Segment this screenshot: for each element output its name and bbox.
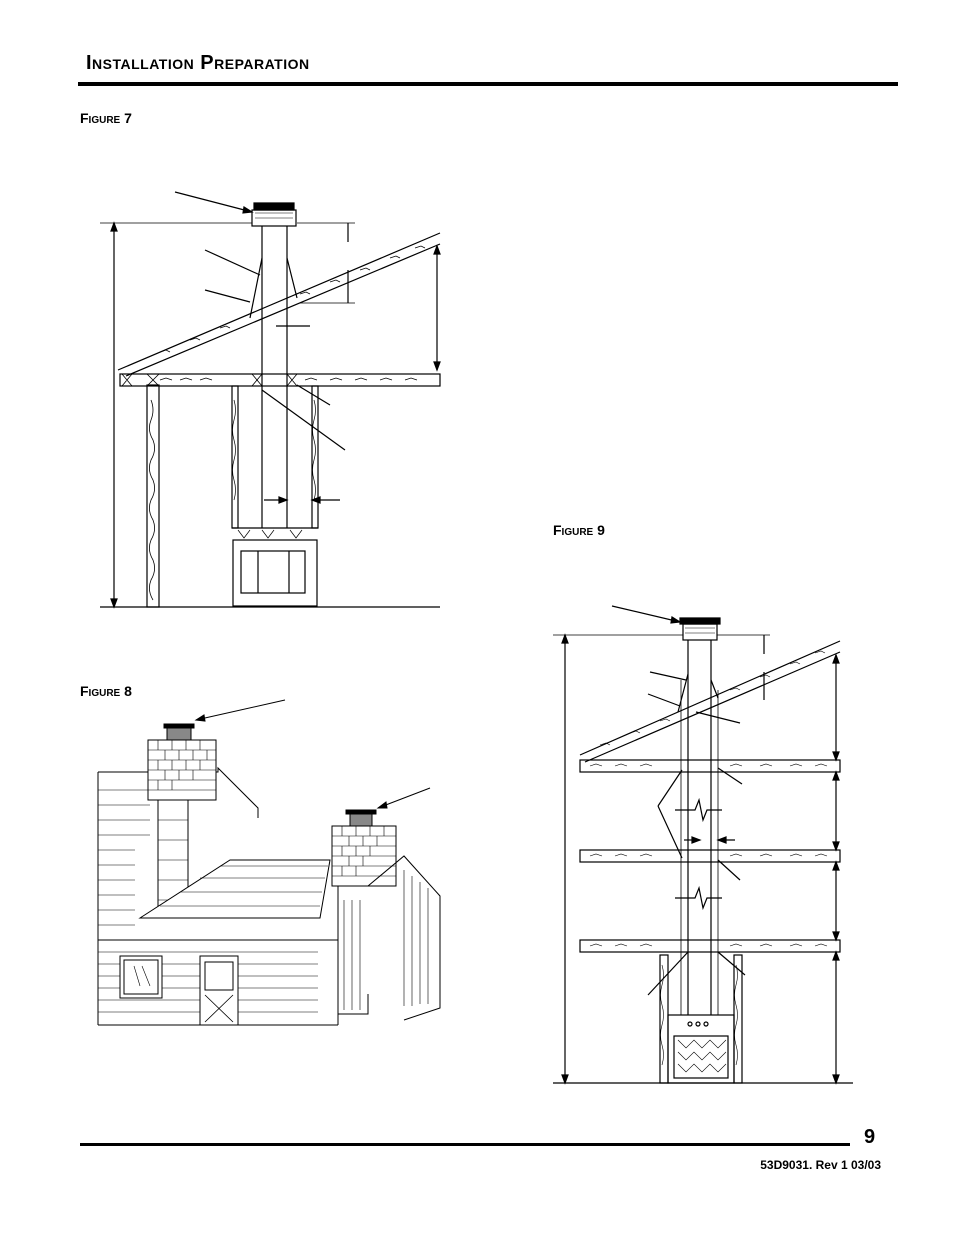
page-title: Installation Preparation (86, 52, 310, 74)
figure-8-label: Figure 8 (80, 683, 132, 699)
document-id: 53D9031. Rev 1 03/03 (760, 1158, 881, 1172)
footer-rule (80, 1143, 850, 1146)
page-number: 9 (864, 1126, 876, 1148)
figure-9-label: Figure 9 (553, 522, 605, 538)
figure-7-label: Figure 7 (80, 110, 132, 126)
header-rule (78, 82, 898, 86)
